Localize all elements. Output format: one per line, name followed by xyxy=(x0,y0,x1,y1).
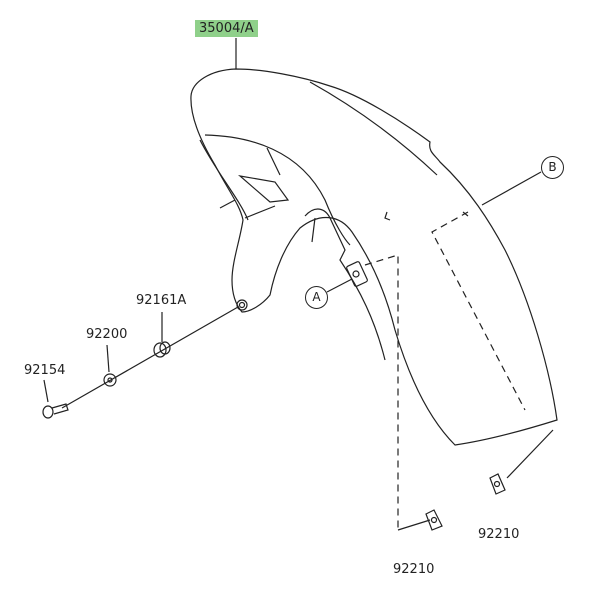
bracket-clip xyxy=(346,261,368,287)
bracket-hole xyxy=(352,270,360,278)
washer-92200 xyxy=(103,373,117,387)
leader-a xyxy=(326,278,353,293)
part-label-92200[interactable]: 92200 xyxy=(86,327,128,342)
hidden-line-left xyxy=(364,254,399,530)
mount-hole-inner xyxy=(238,301,246,309)
part-label-92154[interactable]: 92154 xyxy=(24,363,66,378)
leader-92210-right xyxy=(506,429,554,479)
grommet-92161a xyxy=(153,341,171,358)
leader-92200 xyxy=(106,344,110,373)
leader-92210-left xyxy=(397,519,431,531)
bolt-92154 xyxy=(42,403,69,419)
callout-a: A xyxy=(305,286,328,309)
assembly-axis xyxy=(61,306,239,409)
mount-hole xyxy=(236,299,248,311)
main-part-label[interactable]: 35004/A xyxy=(195,20,258,37)
part-label-92210-right[interactable]: 92210 xyxy=(478,527,520,542)
hidden-line-right xyxy=(431,211,526,411)
fender-inner-panel xyxy=(304,208,386,361)
part-label-92210-left[interactable]: 92210 xyxy=(393,562,435,577)
leader-92154 xyxy=(43,379,49,403)
fender-strut xyxy=(199,139,281,221)
fender-outline xyxy=(190,68,558,446)
clip-nut-92210-right xyxy=(489,473,506,495)
callout-b: B xyxy=(541,156,564,179)
part-label-92161a[interactable]: 92161A xyxy=(136,293,187,308)
fender-inner-edge xyxy=(204,134,351,246)
clip-nut-92210-left xyxy=(425,509,443,531)
fender-crease xyxy=(309,81,438,176)
leader-b xyxy=(481,171,542,206)
fender-vent xyxy=(237,175,290,203)
